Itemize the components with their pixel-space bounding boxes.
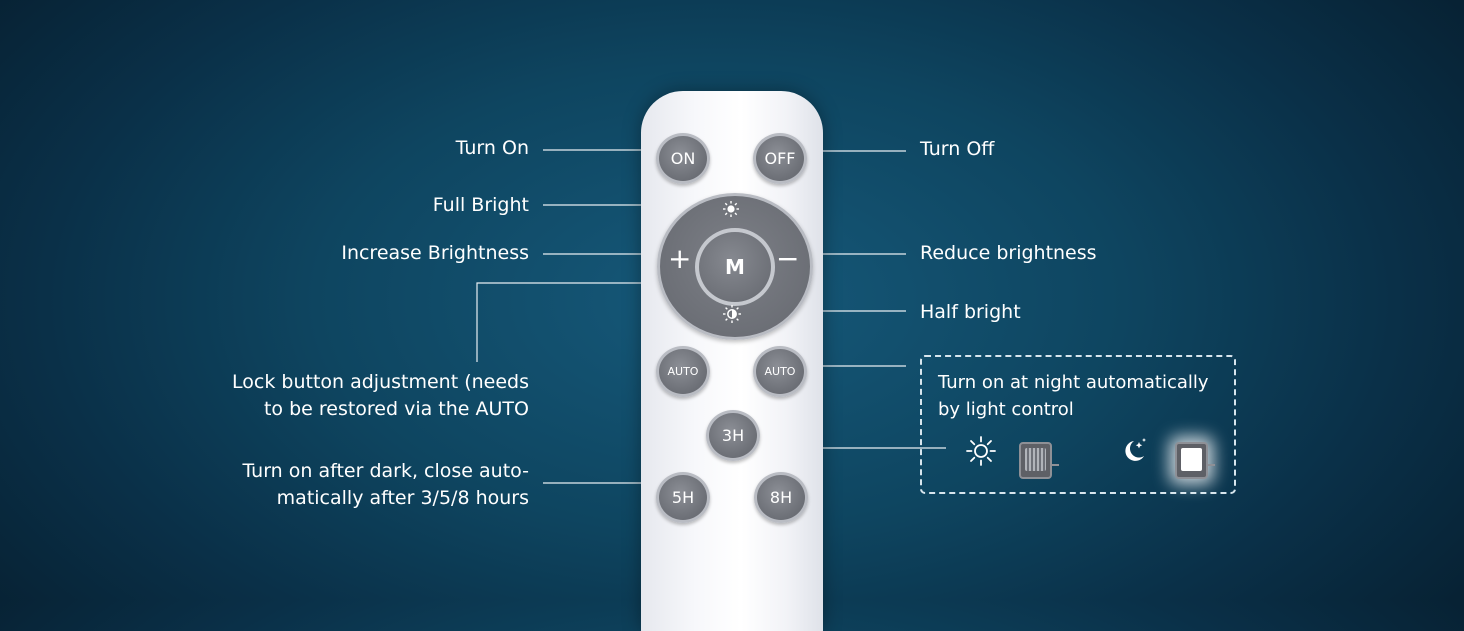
auto-right-button[interactable]: AUTO	[753, 346, 807, 397]
increase-brightness-label: Increase Brightness	[341, 242, 529, 264]
turn-off-label: Turn Off	[920, 138, 995, 160]
sun-icon	[965, 435, 997, 471]
on-button[interactable]: ON	[656, 133, 710, 184]
floodlight-on-icon	[1175, 442, 1215, 479]
off-button[interactable]: OFF	[753, 133, 807, 184]
full-bright-label: Full Bright	[432, 194, 529, 216]
plus-button[interactable]: +	[668, 242, 692, 275]
auto-label-line2: by light control	[938, 399, 1074, 420]
timer-label-line2: matically after 3/5/8 hours	[276, 487, 529, 509]
half-bright-label: Half bright	[920, 301, 1021, 323]
8h-button[interactable]: 8H	[754, 472, 808, 523]
turn-on-label: Turn On	[455, 137, 529, 159]
moon-stars-icon	[1119, 436, 1149, 470]
reduce-brightness-label: Reduce brightness	[920, 242, 1097, 264]
auto-label-line1: Turn on at night automatically	[938, 372, 1209, 393]
lock-label-line2: to be restored via the AUTO	[263, 398, 529, 420]
auto-left-button[interactable]: AUTO	[656, 346, 710, 397]
lock-label-line1: Lock button adjustment (needs	[232, 371, 529, 393]
timer-label-line1: Turn on after dark, close auto-	[242, 460, 529, 482]
half-bright-icon[interactable]	[722, 304, 742, 328]
minus-button[interactable]: −	[776, 242, 800, 275]
floodlight-off-icon	[1019, 442, 1059, 479]
full-bright-icon[interactable]	[722, 200, 740, 222]
auto-light-control-box	[920, 355, 1236, 494]
5h-button[interactable]: 5H	[656, 472, 710, 523]
3h-button[interactable]: 3H	[706, 410, 760, 461]
m-button[interactable]: M	[695, 228, 775, 306]
